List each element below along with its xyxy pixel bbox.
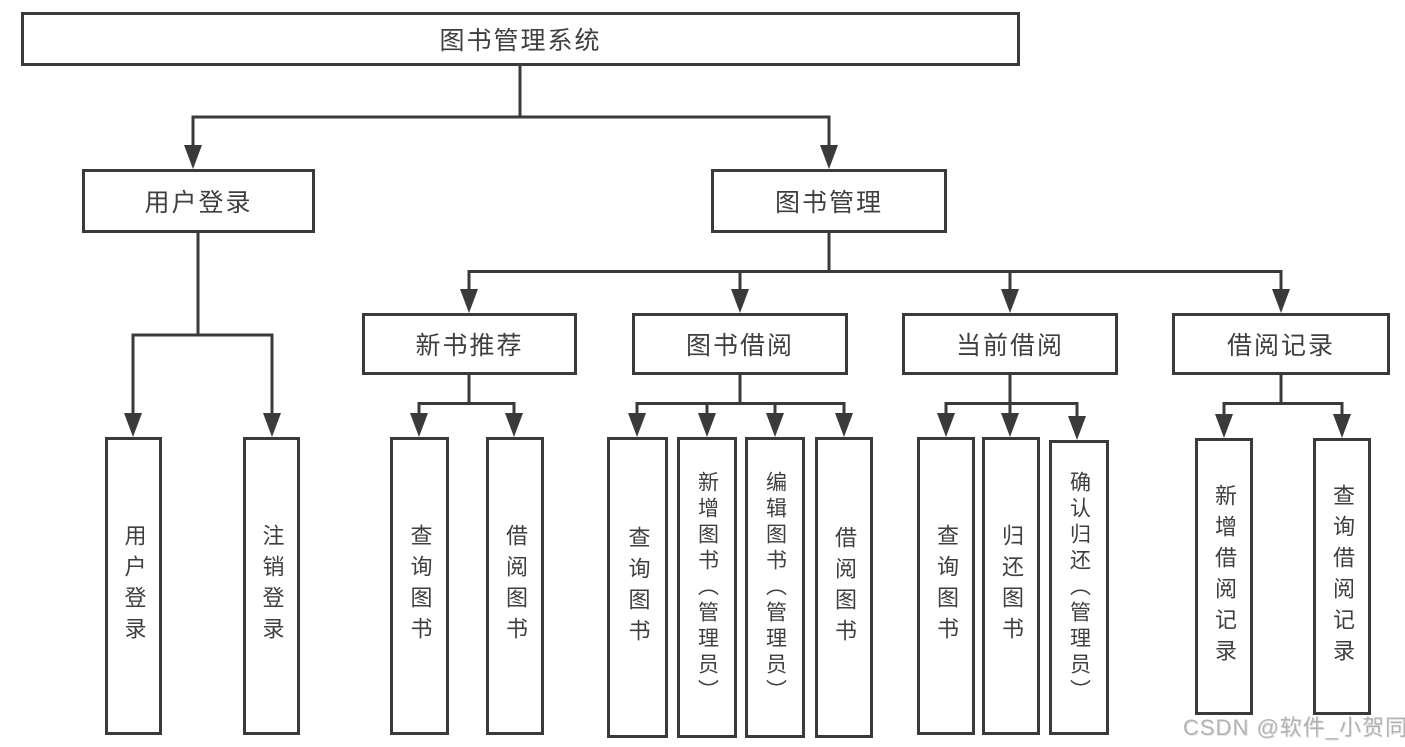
leaf-query-books-3-label: 查询图书	[934, 524, 959, 648]
leaf-logout: 注销登录	[243, 437, 300, 735]
leaf-query-books-2-label: 查询图书	[625, 525, 651, 650]
node-new-book-recommend: 新书推荐	[362, 313, 577, 375]
leaf-borrow-books-1: 借阅图书	[486, 437, 544, 735]
leaf-confirm-return-admin: 确认归还（管理员）	[1049, 440, 1109, 735]
node-new-book-recommend-label: 新书推荐	[415, 332, 524, 360]
leaf-return-books-label: 归还图书	[999, 524, 1024, 648]
leaf-query-borrow-record: 查询借阅记录	[1313, 438, 1371, 715]
leaf-edit-books-admin-label: 编辑图书（管理员）	[763, 470, 787, 705]
node-root-label: 图书管理系统	[439, 27, 602, 55]
leaf-logout-label: 注销登录	[259, 524, 285, 648]
leaf-return-books: 归还图书	[982, 437, 1040, 735]
leaf-confirm-return-admin-label: 确认归还（管理员）	[1067, 470, 1091, 705]
leaf-add-borrow-record-label: 新增借阅记录	[1212, 483, 1237, 670]
arrowheads	[124, 145, 1351, 440]
leaf-borrow-books-2-label: 借阅图书	[832, 525, 857, 650]
leaf-query-books-1: 查询图书	[390, 437, 449, 735]
leaf-add-books-admin: 新增图书（管理员）	[677, 437, 737, 738]
node-current-borrow-label: 当前借阅	[955, 332, 1064, 360]
node-book-management-label: 图书管理	[774, 189, 883, 217]
leaf-user-login: 用户登录	[105, 437, 162, 735]
leaf-edit-books-admin: 编辑图书（管理员）	[745, 437, 805, 738]
leaf-user-login-label: 用户登录	[121, 524, 147, 648]
node-book-management: 图书管理	[711, 169, 947, 233]
node-borrow-records-label: 借阅记录	[1226, 332, 1335, 360]
csdn-watermark: CSDN @软件_小贺同学	[1183, 715, 1405, 740]
leaf-query-borrow-record-label: 查询借阅记录	[1330, 483, 1355, 670]
leaf-query-books-2: 查询图书	[607, 437, 668, 738]
leaf-query-books-3: 查询图书	[917, 437, 975, 735]
node-borrow-records: 借阅记录	[1172, 313, 1390, 375]
node-user-login-label: 用户登录	[144, 189, 253, 217]
node-current-borrow: 当前借阅	[902, 313, 1118, 375]
leaf-add-books-admin-label: 新增图书（管理员）	[695, 470, 719, 705]
leaf-query-books-1-label: 查询图书	[407, 524, 433, 648]
node-book-borrow: 图书借阅	[632, 313, 848, 375]
node-root: 图书管理系统	[21, 12, 1020, 66]
leaf-add-borrow-record: 新增借阅记录	[1195, 438, 1253, 715]
leaf-borrow-books-1-label: 借阅图书	[503, 524, 528, 648]
node-book-borrow-label: 图书借阅	[685, 332, 794, 360]
node-user-login: 用户登录	[82, 169, 315, 233]
leaf-borrow-books-2: 借阅图书	[815, 437, 873, 738]
